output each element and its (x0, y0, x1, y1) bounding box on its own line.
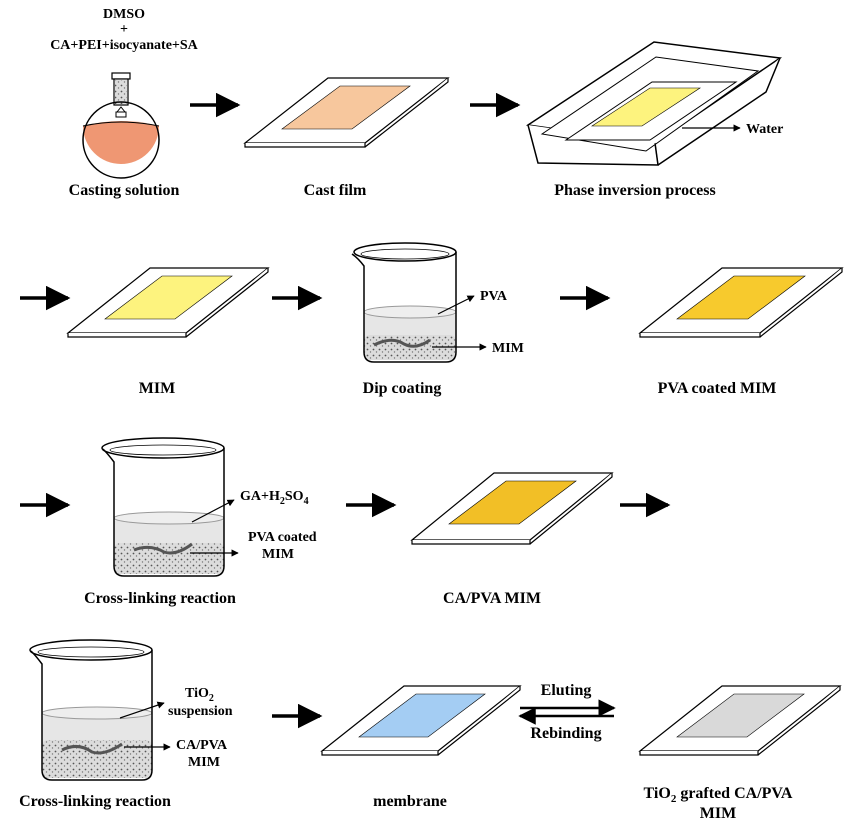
tio2-pointer (119, 701, 165, 719)
label-pva-coated-mim: PVA coated MIM (658, 380, 777, 397)
label-grafted-line2: MIM (700, 805, 736, 822)
water-tray (525, 41, 783, 166)
reagent-solvent: DMSO (103, 7, 145, 22)
label-pva-coated-line2: MIM (262, 547, 294, 562)
label-phase-inversion: Phase inversion process (554, 182, 715, 199)
row-1: DMSO + CA+PEI+isocyanate+SA Casting solu… (50, 7, 783, 199)
label-suspension: suspension (168, 704, 233, 719)
label-rebinding: Rebinding (530, 725, 601, 742)
reagent-plus: + (120, 22, 128, 37)
pva-coated-plate (638, 267, 844, 338)
label-capva-line2: MIM (188, 755, 220, 770)
label-membrane: membrane (373, 793, 447, 810)
pva-pointer (437, 295, 475, 315)
label-cast-film: Cast film (304, 182, 367, 199)
label-grafted-line1: TiO2 grafted CA/PVA (644, 785, 793, 805)
capva-plate (410, 472, 614, 545)
membrane-film (358, 693, 486, 738)
label-capva-line1: CA/PVA (176, 738, 228, 753)
round-bottom-flask (82, 72, 160, 179)
label-ga-h2so4: GA+H2SO4 (240, 489, 309, 507)
label-crosslinking: Cross-linking reaction (84, 590, 236, 607)
beaker-tio2 (29, 639, 153, 781)
beaker-dip (351, 242, 457, 363)
label-mim: MIM (139, 380, 175, 397)
mim-plate (66, 267, 270, 338)
row-3: GA+H2SO4 PVA coated MIM Cross-linking re… (20, 437, 671, 607)
label-capva-mim: CA/PVA MIM (443, 590, 541, 607)
label-dip-coating: Dip coating (363, 380, 442, 397)
row-4: TiO2 suspension CA/PVA MIM Cross-linking… (19, 639, 842, 822)
cast-film-plate (243, 77, 450, 148)
beaker-crosslink (101, 437, 225, 577)
capva-film (448, 480, 577, 525)
grafted-film (676, 693, 805, 738)
tray-film (590, 87, 702, 127)
label-water: Water (746, 122, 783, 137)
cast-film (281, 85, 411, 130)
label-pva: PVA (480, 289, 508, 304)
label-pva-coated-line1: PVA coated (248, 530, 317, 545)
membrane-plate (320, 685, 522, 756)
row-2: MIM PVA MIM Dip coating PVA coated MIM (20, 242, 844, 397)
grafted-plate (638, 685, 842, 756)
mim-film (104, 275, 233, 320)
label-eluting: Eluting (541, 682, 592, 699)
pva-coated-film (676, 275, 806, 320)
reagent-mix: CA+PEI+isocyanate+SA (50, 38, 198, 53)
label-tio2: TiO2 (185, 686, 214, 704)
flask-solution (83, 121, 159, 164)
ga-pointer (191, 499, 235, 523)
label-mim-inner: MIM (492, 341, 524, 356)
label-crosslinking-2: Cross-linking reaction (19, 793, 171, 810)
label-casting-solution: Casting solution (69, 182, 180, 199)
